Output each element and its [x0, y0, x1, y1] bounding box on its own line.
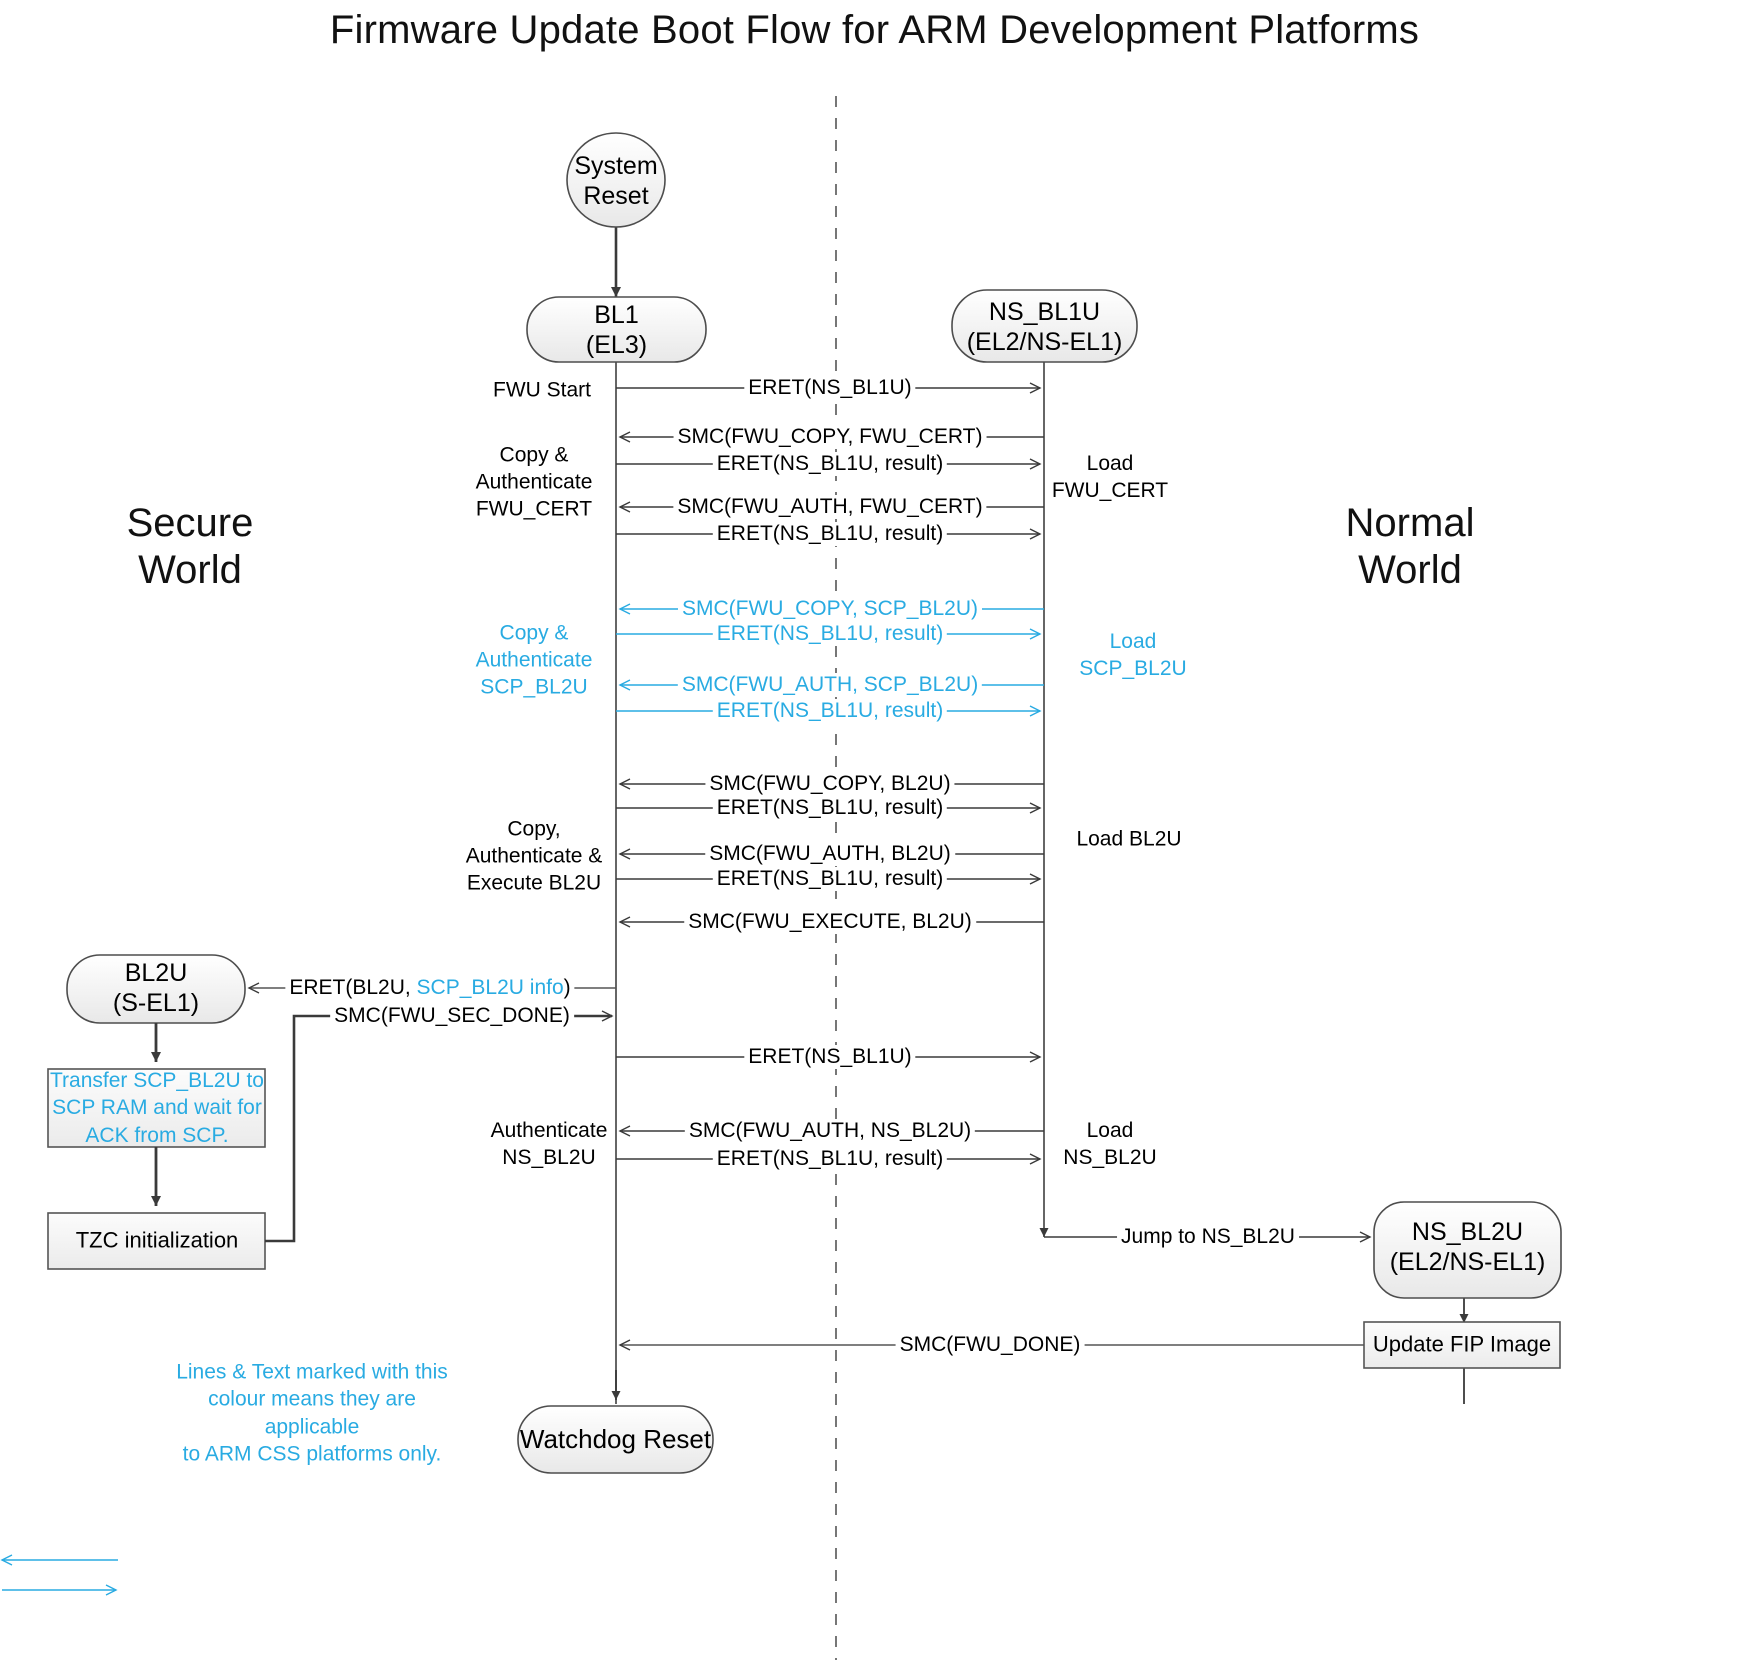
side-label-load-bl2u: Load BL2U	[1076, 827, 1181, 854]
load-scp-bl2u-line2: SCP_BL2U	[1079, 657, 1187, 680]
load-ns-bl2u-line2: NS_BL2U	[1063, 1146, 1157, 1169]
msg-label-m9: ERET(NS_BL1U, result)	[712, 699, 948, 723]
copy-auth-cert-line1: Copy &	[499, 443, 569, 467]
msg-label-m10: SMC(FWU_COPY, BL2U)	[705, 772, 955, 796]
tzc-init-line1: TZC initialization	[75, 1227, 239, 1253]
msg-label-m1: ERET(NS_BL1U)	[744, 376, 916, 400]
msg-label-m20: SMC(FWU_DONE)	[895, 1333, 1085, 1357]
msg-label-m2: SMC(FWU_COPY, FWU_CERT)	[673, 425, 987, 449]
side-label-copy-auth-scp-bl2u: Copy & Authenticate SCP_BL2U	[476, 621, 593, 702]
copy-auth-cert-line2: Authenticate	[475, 470, 593, 494]
msg-label-m15: SMC(FWU_SEC_DONE)	[330, 1004, 574, 1028]
msg-label-m17: SMC(FWU_AUTH, NS_BL2U)	[684, 1119, 976, 1143]
normal-world-line2: World	[1358, 548, 1462, 593]
msg-label-m3: ERET(NS_BL1U, result)	[712, 452, 948, 476]
msg-label-m11: ERET(NS_BL1U, result)	[712, 796, 948, 820]
copy-auth-exec-line1: Copy,	[507, 817, 561, 841]
msg-label-m12: SMC(FWU_AUTH, BL2U)	[705, 842, 955, 866]
msg-label-m18: ERET(NS_BL1U, result)	[712, 1147, 948, 1171]
eret-bl2u-prefix: ERET(BL2U,	[289, 976, 417, 999]
msg-label-m14: SMC(FWU_EXECUTE, BL2U)	[684, 910, 976, 934]
node-bl2u	[66, 954, 246, 1024]
transfer-scp-line3: ACK from SCP.	[85, 1123, 229, 1147]
msg-label-m19: Jump to NS_BL2U	[1117, 1225, 1299, 1249]
secure-world-line1: Secure	[126, 501, 254, 545]
msg-label-m4: SMC(FWU_AUTH, FWU_CERT)	[673, 495, 987, 519]
legend-line2: colour means they are applicable	[208, 1387, 416, 1438]
normal-world-line1: Normal	[1345, 501, 1475, 545]
box-update-fip	[1363, 1321, 1561, 1369]
eret-bl2u-suffix: )	[563, 976, 571, 999]
secure-world-label: Secure World	[60, 500, 320, 594]
msg-label-m16: ERET(NS_BL1U)	[744, 1045, 916, 1069]
node-watchdog-reset	[517, 1405, 714, 1474]
node-bl1	[526, 296, 707, 363]
copy-auth-exec-line3: Execute BL2U	[466, 871, 602, 895]
copy-auth-scp-line2: Authenticate	[475, 648, 593, 672]
msg-label-m7: ERET(NS_BL1U, result)	[712, 622, 948, 646]
msg-label-m8: SMC(FWU_AUTH, SCP_BL2U)	[677, 673, 983, 697]
msg-label-eret-bl2u: ERET(BL2U, SCP_BL2U info)	[285, 976, 575, 1000]
side-label-fwu-start: FWU Start	[493, 378, 591, 405]
node-ns-bl1u	[951, 289, 1138, 363]
box-tzc-init	[47, 1212, 266, 1270]
transfer-scp-line1: Transfer SCP_BL2U to	[50, 1069, 264, 1093]
box-update-fip-label: Update FIP Image	[1365, 1331, 1559, 1360]
load-ns-bl2u-line1: Load	[1086, 1119, 1134, 1143]
copy-auth-exec-line2: Authenticate &	[465, 844, 603, 868]
node-ns-bl2u	[1373, 1201, 1562, 1299]
box-transfer-scp-label: Transfer SCP_BL2U to SCP RAM and wait fo…	[50, 1067, 265, 1149]
eret-bl2u-cyan-part: SCP_BL2U info	[416, 976, 564, 999]
msg-label-m6: SMC(FWU_COPY, SCP_BL2U)	[677, 597, 983, 621]
msg-label-m13: ERET(NS_BL1U, result)	[712, 867, 948, 891]
auth-ns-bl2u-line2: NS_BL2U	[502, 1146, 596, 1169]
side-label-load-ns-bl2u: Load NS_BL2U	[1063, 1118, 1156, 1172]
transfer-scp-line2: SCP RAM and wait for	[52, 1096, 262, 1120]
update-fip-line1: Update FIP Image	[1372, 1331, 1552, 1357]
side-label-copy-auth-fwu-cert: Copy & Authenticate FWU_CERT	[476, 443, 593, 524]
auth-ns-bl2u-line1: Authenticate	[490, 1119, 608, 1143]
side-label-load-fwu-cert: Load FWU_CERT	[1052, 451, 1168, 505]
load-fwu-cert-line1: Load	[1086, 452, 1134, 476]
copy-auth-scp-line1: Copy &	[499, 621, 569, 645]
load-bl2u-line1: Load BL2U	[1076, 827, 1182, 851]
box-tzc-init-label: TZC initialization	[50, 1227, 265, 1256]
secure-world-line2: World	[138, 548, 242, 593]
normal-world-label: Normal World	[1280, 500, 1540, 594]
side-label-load-scp-bl2u: Load SCP_BL2U	[1079, 629, 1186, 683]
load-fwu-cert-line2: FWU_CERT	[1051, 479, 1169, 502]
fwu-start-line1: FWU Start	[493, 378, 591, 402]
page-title: Firmware Update Boot Flow for ARM Develo…	[329, 8, 1420, 52]
legend-line3: to ARM CSS platforms only.	[182, 1442, 442, 1466]
msg-label-m5: ERET(NS_BL1U, result)	[712, 522, 948, 546]
legend-text: Lines & Text marked with this colour mea…	[167, 1358, 457, 1467]
side-label-authenticate-ns-bl2u: Authenticate NS_BL2U	[491, 1118, 608, 1172]
node-system-reset	[566, 132, 666, 228]
copy-auth-scp-line3: SCP_BL2U	[480, 675, 588, 699]
side-label-copy-auth-exec-bl2u: Copy, Authenticate & Execute BL2U	[466, 817, 603, 898]
copy-auth-cert-line3: FWU_CERT	[475, 497, 593, 521]
legend-line1: Lines & Text marked with this	[176, 1360, 448, 1384]
load-scp-bl2u-line1: Load	[1109, 630, 1157, 654]
